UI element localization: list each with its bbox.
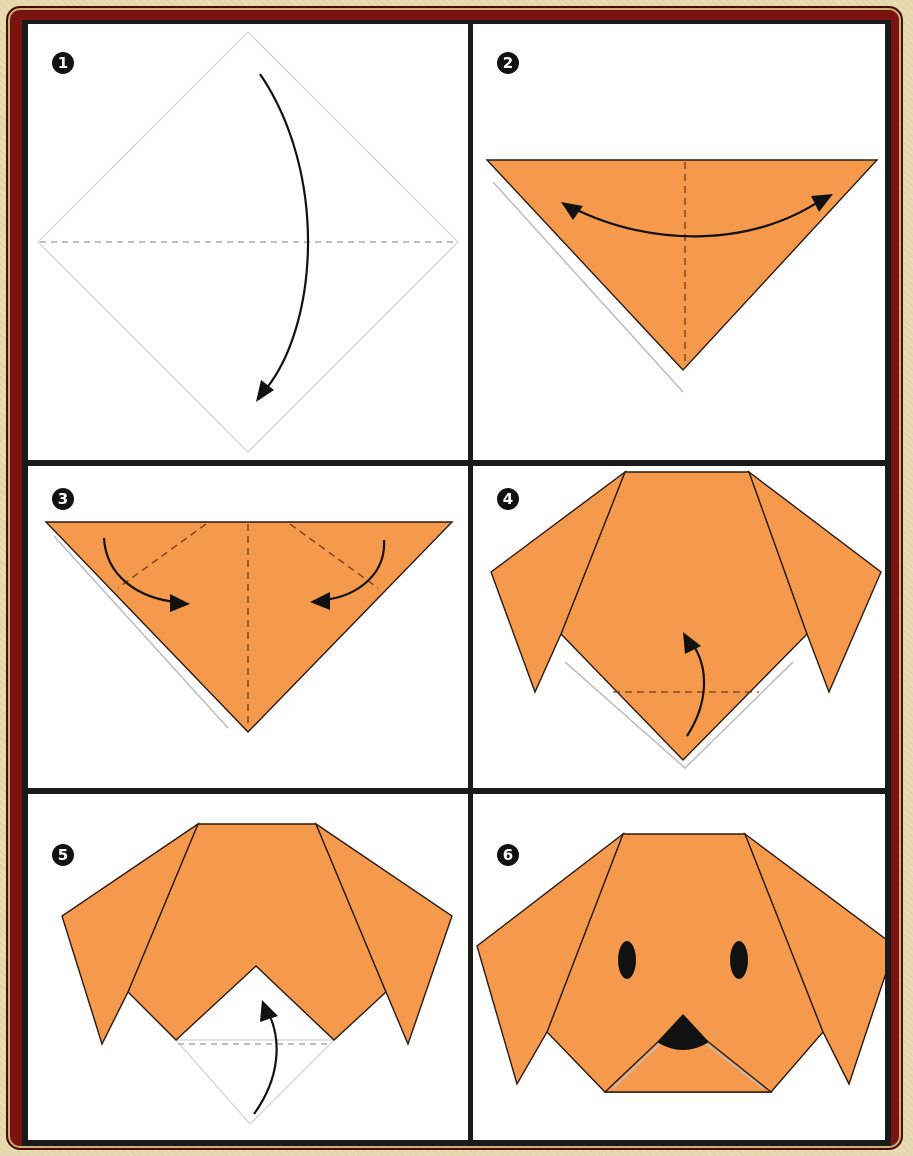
- fold-right-ear-arrow: [323, 539, 386, 602]
- paper-underside-edge: [53, 535, 229, 729]
- step-4-panel: 4: [473, 466, 885, 788]
- arrow-head-icon: [256, 380, 274, 402]
- step-3-panel: 3: [28, 466, 468, 788]
- paper-underside-edge: [564, 661, 794, 770]
- folded-triangle: [485, 159, 879, 372]
- step-5-diagram: [61, 822, 453, 1125]
- arrow-head-icon: [310, 592, 330, 610]
- step-number-badge: 5: [52, 844, 74, 866]
- left-ear: [476, 831, 625, 1086]
- right-ear-fold-line: [289, 523, 379, 589]
- arrow-head-icon: [260, 1000, 278, 1022]
- folded-triangle: [44, 521, 454, 734]
- instruction-grid: 1 2: [22, 20, 891, 1146]
- step-1-panel: 1: [28, 24, 468, 460]
- arrow-head-icon: [170, 594, 190, 612]
- step-2-panel: 2: [473, 24, 885, 460]
- crease-double-arrow: [572, 199, 822, 238]
- left-eye: [618, 941, 636, 979]
- right-eye: [730, 941, 748, 979]
- step-6-panel: 6: [473, 794, 885, 1140]
- fold-up-arrow: [253, 1011, 278, 1115]
- step-number-badge: 2: [497, 52, 519, 74]
- left-ear: [61, 822, 200, 1046]
- fold-down-arrow: [259, 73, 310, 390]
- step-4-diagram: [490, 469, 882, 770]
- step-number-badge: 1: [52, 52, 74, 74]
- step-3-diagram: [44, 521, 454, 734]
- step-number-badge: 4: [497, 488, 519, 510]
- right-ear: [314, 822, 453, 1046]
- left-ear: [490, 469, 627, 694]
- arrow-head-left-icon: [561, 202, 583, 220]
- step-1-diagram: [37, 31, 459, 453]
- fold-up-arrow: [686, 641, 706, 737]
- dog-nose: [657, 1014, 709, 1050]
- step-5-panel: 5: [28, 794, 468, 1140]
- snout-fold: [603, 1019, 773, 1093]
- arrow-head-right-icon: [811, 194, 833, 212]
- paper-underside-edge: [492, 181, 684, 393]
- unfolded-tip: [174, 1039, 336, 1125]
- right-ear: [743, 831, 885, 1086]
- step-number-badge: 6: [497, 844, 519, 866]
- step-2-diagram: [485, 159, 879, 393]
- left-ear-fold-line: [117, 523, 207, 589]
- arrow-head-icon: [683, 632, 701, 654]
- step-6-diagram: [476, 831, 885, 1093]
- square-paper: [37, 31, 459, 453]
- right-ear: [747, 470, 882, 694]
- fold-left-ear-arrow: [102, 537, 177, 604]
- step-number-badge: 3: [52, 488, 74, 510]
